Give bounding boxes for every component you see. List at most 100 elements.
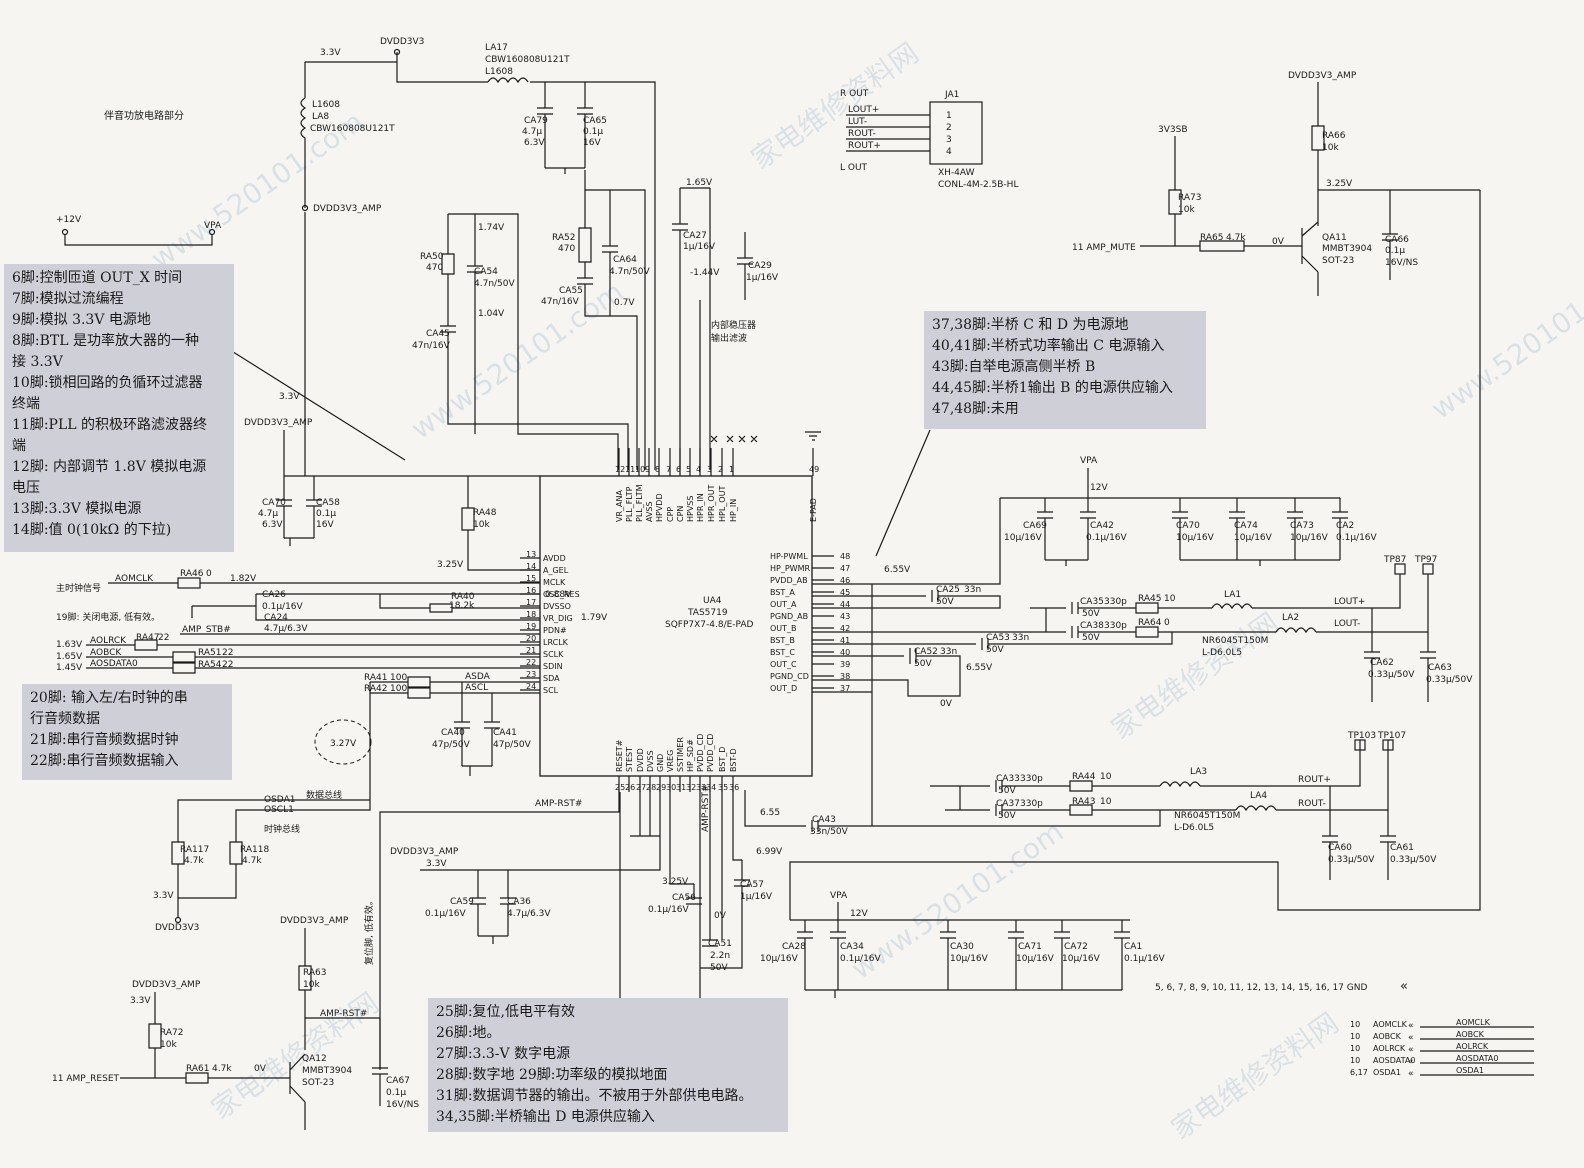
pin-name: LRCLK	[543, 638, 569, 647]
label: CA36	[507, 897, 531, 907]
note-line: 21脚:串行音频数据时钟	[30, 732, 179, 748]
pin-name: HPR_IN	[696, 493, 705, 522]
net-label: OSCL1	[264, 805, 294, 815]
label: 16V	[583, 138, 601, 148]
pin-number: 37	[840, 684, 850, 693]
label: CA73	[1290, 521, 1314, 531]
label: CA52	[914, 647, 938, 657]
net-label: VPA	[204, 221, 222, 231]
label: 10	[1100, 772, 1112, 782]
net-label: 3V3SB	[1158, 125, 1188, 135]
label: 4.7k	[1226, 233, 1246, 243]
note-line: 行音频数据	[30, 711, 100, 727]
pin-number: 2	[946, 123, 952, 133]
label: 10μ/16V	[1290, 533, 1329, 543]
label: CA35	[1080, 597, 1104, 607]
voltage: 3.25V	[662, 877, 689, 887]
pin-number: 22	[526, 658, 536, 667]
unused-pin-marks	[710, 431, 821, 443]
pin-number: 33	[696, 783, 706, 792]
bus-arrow: «	[1408, 1057, 1414, 1067]
label: 0.1μ/16V	[648, 905, 690, 915]
pin-name: GND	[656, 754, 665, 772]
label: 50V	[1082, 633, 1100, 643]
label: CA61	[1390, 843, 1414, 853]
net-label: 3.3V	[320, 48, 341, 58]
net-label: DVDD3V3_AMP	[132, 980, 201, 990]
bus-arrow: «	[1408, 1021, 1414, 1031]
pin-number: 14	[526, 562, 536, 571]
pin-number: 10	[635, 465, 645, 474]
label: 47p/50V	[493, 740, 532, 750]
pin-number: 19	[526, 622, 536, 631]
bus-net: AOMCLK	[1456, 1018, 1491, 1027]
label: 10	[1164, 594, 1176, 604]
voltage: 1.63V	[56, 640, 83, 650]
net-label: ROUT-	[848, 129, 876, 139]
label: CA53	[986, 633, 1010, 643]
label: RA73	[1178, 193, 1202, 203]
label: 16V	[316, 520, 334, 530]
pin-name: RESET#	[615, 739, 624, 772]
bus-net: AOBCK	[1456, 1030, 1485, 1039]
bus-pin: 10	[1350, 1056, 1360, 1065]
label: CA26	[262, 590, 286, 600]
note-line: 12脚: 内部调节 1.8V 模拟电源	[12, 459, 207, 475]
label: 主时钟信号	[56, 582, 101, 594]
label: CA71	[1018, 942, 1042, 952]
note-line: 26脚:地。	[436, 1025, 501, 1041]
pin-number: 45	[840, 588, 850, 597]
label: CA51	[708, 939, 732, 949]
gnd-list: 5, 6, 7, 8, 9, 10, 11, 12, 13, 14, 15, 1…	[1155, 979, 1408, 994]
label: CA59	[450, 897, 474, 907]
label: 0.33μ/50V	[1328, 855, 1375, 865]
label: 输出滤波	[711, 332, 747, 344]
label: CA33	[996, 774, 1020, 784]
label: CA74	[1234, 521, 1258, 531]
pin-number: 1	[729, 465, 734, 474]
voltage: 6.55	[760, 808, 780, 818]
label: 10μ/16V	[1176, 533, 1215, 543]
note-line: 20脚: 输入左/右时钟的串	[30, 690, 188, 706]
label: 4.7μ/6.3V	[264, 624, 308, 634]
ic-top-pins: 12VR_ANA11PLL_FLTP10PLL_FLTM9AVSS8HPVDD7…	[615, 448, 819, 522]
net-label: LOUT+	[1334, 597, 1365, 607]
label: LA8	[312, 112, 329, 122]
label: L1608	[485, 67, 513, 77]
power-jumper: +12V VPA	[56, 215, 222, 246]
pin-number: 3	[707, 465, 712, 474]
label: L-D6.0L5	[1174, 823, 1214, 833]
voltage: 1.45V	[56, 663, 83, 673]
bus-net: AOLRCK	[1373, 1044, 1406, 1053]
voltage: -1.44V	[690, 268, 720, 278]
label: 50V	[936, 597, 954, 607]
label: RA65	[1200, 233, 1224, 243]
net-label: 11 AMP_RESET	[52, 1074, 120, 1084]
label: 5, 6, 7, 8, 9, 10, 11, 12, 13, 14, 15, 1…	[1155, 983, 1367, 993]
pin-number: 43	[840, 612, 850, 621]
label: CA29	[748, 261, 772, 271]
pin-number: 11	[625, 465, 635, 474]
pin-name: AVSS	[645, 501, 654, 522]
pin-number: 40	[840, 648, 850, 657]
pin-name: OUT_B	[770, 624, 797, 633]
pin-number: 41	[840, 636, 850, 645]
pin-name: CPP	[666, 507, 675, 522]
label: CBW160808U121T	[485, 55, 570, 65]
label: 100	[390, 673, 407, 683]
label: RA51	[198, 648, 222, 658]
label: 470	[426, 263, 443, 273]
net-label: DVDD3V3_AMP	[280, 916, 349, 926]
pin-number: 34	[706, 783, 716, 792]
voltage: 1.65V	[686, 178, 713, 188]
voltage: 3.3V	[130, 996, 151, 1006]
net-label: LUT-	[848, 117, 867, 127]
pin-name: A_GEL	[543, 566, 569, 575]
label: CA55	[559, 286, 583, 296]
net-label: ROUT+	[1298, 775, 1331, 785]
voltage: 0V	[714, 911, 727, 921]
label: CA60	[1328, 843, 1352, 853]
